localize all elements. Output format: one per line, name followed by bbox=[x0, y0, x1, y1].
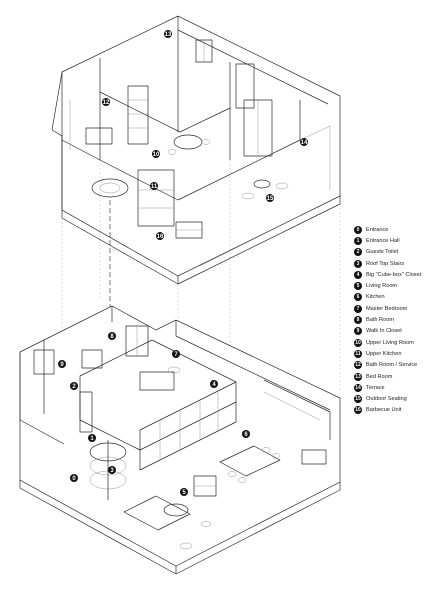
legend-item: 3 Roof Top Stairs bbox=[354, 258, 421, 269]
marker-4: 4 bbox=[210, 380, 218, 388]
legend-number: 3 bbox=[354, 259, 362, 268]
legend-number: 13 bbox=[354, 372, 362, 381]
legend-item: 11 Upper Kitchen bbox=[354, 348, 421, 359]
legend-number: 8 bbox=[354, 316, 362, 325]
legend-number: 14 bbox=[354, 383, 362, 392]
legend-label: Upper Kitchen bbox=[366, 350, 402, 357]
marker-15: 15 bbox=[266, 194, 274, 202]
alignment-guides bbox=[61, 160, 341, 390]
svg-text:7: 7 bbox=[174, 352, 178, 358]
legend-label: Entrance Hall bbox=[366, 237, 400, 244]
legend-item: 7 Master Bedroom bbox=[354, 303, 421, 314]
legend-number: 4 bbox=[354, 270, 362, 279]
legend-label: Bath Room bbox=[366, 317, 394, 324]
plan-markers: 13 12 10 14 11 15 16 8 9 7 4 2 1 6 0 3 5 bbox=[58, 30, 308, 496]
svg-text:11: 11 bbox=[151, 184, 158, 190]
svg-text:14: 14 bbox=[301, 140, 308, 146]
legend-label: Big "Cube-box" Closet bbox=[366, 271, 422, 278]
svg-text:2: 2 bbox=[72, 384, 76, 390]
legend-item: 0 Entrance bbox=[354, 224, 421, 235]
legend-label: Barbecue Unit bbox=[366, 407, 402, 414]
legend-label: Outdoor Seating bbox=[366, 396, 407, 403]
legend-item: 8 Bath Room bbox=[354, 314, 421, 325]
legend-number: 16 bbox=[354, 406, 362, 415]
legend-label: Bath Room / Service bbox=[366, 362, 418, 369]
marker-3: 3 bbox=[108, 466, 116, 474]
legend-number: 0 bbox=[354, 225, 362, 234]
legend-item: 16 Barbecue Unit bbox=[354, 405, 421, 416]
marker-1: 1 bbox=[88, 434, 96, 442]
legend-item: 14 Terrace bbox=[354, 382, 421, 393]
svg-text:9: 9 bbox=[60, 362, 64, 368]
marker-11: 11 bbox=[150, 182, 158, 190]
legend-number: 9 bbox=[354, 327, 362, 336]
svg-text:5: 5 bbox=[182, 490, 186, 496]
svg-text:6: 6 bbox=[244, 432, 248, 438]
legend-item: 9 Walk In Closet bbox=[354, 326, 421, 337]
legend-number: 12 bbox=[354, 361, 362, 370]
svg-text:12: 12 bbox=[103, 100, 110, 106]
legend-label: Entrance bbox=[366, 226, 389, 233]
legend-item: 5 Living Room bbox=[354, 280, 421, 291]
legend-item: 12 Bath Room / Service bbox=[354, 360, 421, 371]
marker-5: 5 bbox=[180, 488, 188, 496]
legend-number: 6 bbox=[354, 293, 362, 302]
legend-item: 4 Big "Cube-box" Closet bbox=[354, 269, 421, 280]
legend-label: Roof Top Stairs bbox=[366, 260, 405, 267]
svg-text:16: 16 bbox=[157, 234, 164, 240]
legend-label: Terrace bbox=[366, 384, 385, 391]
svg-text:13: 13 bbox=[165, 32, 172, 38]
legend-label: Bed Room bbox=[366, 373, 393, 380]
legend-number: 15 bbox=[354, 395, 362, 404]
legend-label: Living Room bbox=[366, 283, 398, 290]
svg-text:0: 0 bbox=[72, 476, 76, 482]
legend-item: 10 Upper Living Room bbox=[354, 337, 421, 348]
legend-number: 7 bbox=[354, 304, 362, 313]
legend-item: 15 Outdoor Seating bbox=[354, 393, 421, 404]
marker-9: 9 bbox=[58, 360, 66, 368]
marker-2: 2 bbox=[70, 382, 78, 390]
marker-7: 7 bbox=[172, 350, 180, 358]
legend-item: 1 Entrance Hall bbox=[354, 235, 421, 246]
svg-text:1: 1 bbox=[90, 436, 94, 442]
legend-label: Kitchen bbox=[366, 294, 385, 301]
svg-text:4: 4 bbox=[212, 382, 216, 388]
legend-label: Upper Living Room bbox=[366, 339, 414, 346]
marker-0: 0 bbox=[70, 474, 78, 482]
legend-label: Guests Toilet bbox=[366, 249, 399, 256]
legend-label: Master Bedroom bbox=[366, 305, 408, 312]
lower-floor-plan bbox=[19, 305, 341, 575]
marker-13: 13 bbox=[164, 30, 172, 38]
legend-number: 11 bbox=[354, 349, 362, 358]
legend-item: 13 Bed Room bbox=[354, 371, 421, 382]
legend-number: 1 bbox=[354, 236, 362, 245]
legend-item: 6 Kitchen bbox=[354, 292, 421, 303]
marker-8: 8 bbox=[108, 332, 116, 340]
svg-text:10: 10 bbox=[153, 152, 160, 158]
marker-16: 16 bbox=[156, 232, 164, 240]
svg-text:8: 8 bbox=[110, 334, 114, 340]
marker-10: 10 bbox=[152, 150, 160, 158]
marker-12: 12 bbox=[102, 98, 110, 106]
upper-floor-plan bbox=[51, 15, 341, 285]
legend-number: 2 bbox=[354, 248, 362, 257]
legend-number: 5 bbox=[354, 282, 362, 291]
legend-item: 2 Guests Toilet bbox=[354, 247, 421, 258]
marker-6: 6 bbox=[242, 430, 250, 438]
svg-text:3: 3 bbox=[110, 468, 114, 474]
marker-14: 14 bbox=[300, 138, 308, 146]
svg-text:15: 15 bbox=[267, 196, 274, 202]
legend-number: 10 bbox=[354, 338, 362, 347]
legend-label: Walk In Closet bbox=[366, 328, 402, 335]
